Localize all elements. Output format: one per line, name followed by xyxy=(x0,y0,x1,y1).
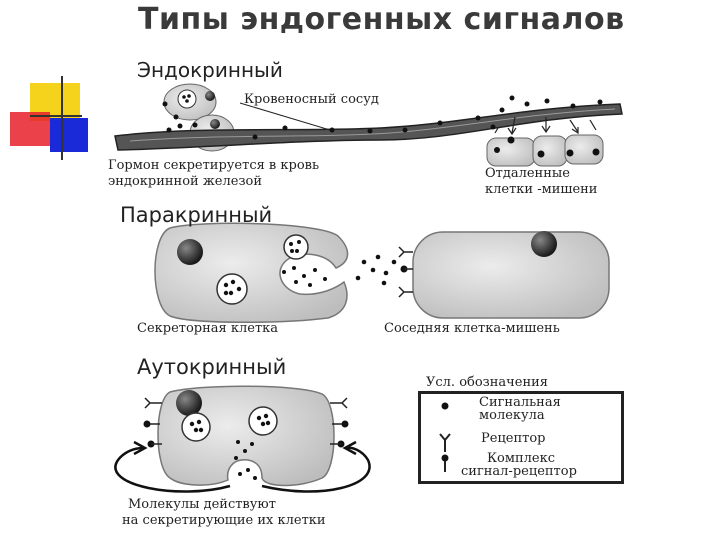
vesicle-2 xyxy=(216,273,248,305)
endocrine-diagram xyxy=(114,83,623,167)
caption-autocrine-1: Молекулы действуют xyxy=(128,497,276,512)
nucleus xyxy=(177,239,203,265)
heading-autocrine: Аутокринный xyxy=(137,355,287,379)
legend-symbols xyxy=(439,402,451,472)
distant-target-cell-3 xyxy=(564,134,604,165)
paracrine-diagram xyxy=(154,222,610,324)
page-title: Типы эндогенных сигналов xyxy=(138,2,625,37)
legend-complex-1: Комплекс xyxy=(487,451,556,466)
autocrine-arrow-left xyxy=(114,446,231,493)
legend-signal-1: Сигнальная xyxy=(479,395,561,410)
legend-receptor: Рецептор xyxy=(481,431,546,446)
autocrine-arrow-right xyxy=(261,446,371,493)
deco-horizontal-line xyxy=(30,115,82,117)
label-neighbor-target: Соседняя клетка-мишень xyxy=(384,321,560,336)
label-blood-vessel: Кровеносный сосуд xyxy=(244,92,379,107)
caption-endocrine-2: эндокринной железой xyxy=(108,174,263,189)
label-distant-targets-2: клетки -мишени xyxy=(485,182,598,197)
label-secretory-cell: Секреторная клетка xyxy=(137,321,279,336)
deco-red-square xyxy=(10,112,50,146)
autocrine-diagram xyxy=(114,385,371,493)
neighbor-target-cell xyxy=(412,231,610,319)
secretory-cell xyxy=(154,222,349,324)
legend-signal-2: молекула xyxy=(479,408,545,423)
heading-endocrine: Эндокринный xyxy=(137,58,283,82)
vesicle xyxy=(283,234,309,260)
caption-autocrine-2: на секретирующие их клетки xyxy=(122,513,326,528)
deco-logo xyxy=(0,0,100,170)
nucleus-2 xyxy=(531,231,557,257)
deco-blue-square xyxy=(50,118,88,152)
legend-complex-2: сигнал-рецептор xyxy=(461,464,577,479)
autocrine-cell xyxy=(157,385,335,487)
blood-vessel xyxy=(114,103,623,151)
caption-endocrine-1: Гормон секретируется в кровь xyxy=(108,158,320,173)
legend-title: Усл. обозначения xyxy=(426,375,549,390)
distant-target-cell-2 xyxy=(532,135,568,167)
legend-box: Сигнальная молекула Рецептор Комплекс си… xyxy=(418,391,624,484)
nucleus-3 xyxy=(176,390,202,416)
deco-vertical-line xyxy=(61,76,63,160)
heading-paracrine: Паракринный xyxy=(120,203,273,227)
label-distant-targets-1: Отдаленные xyxy=(485,166,570,181)
